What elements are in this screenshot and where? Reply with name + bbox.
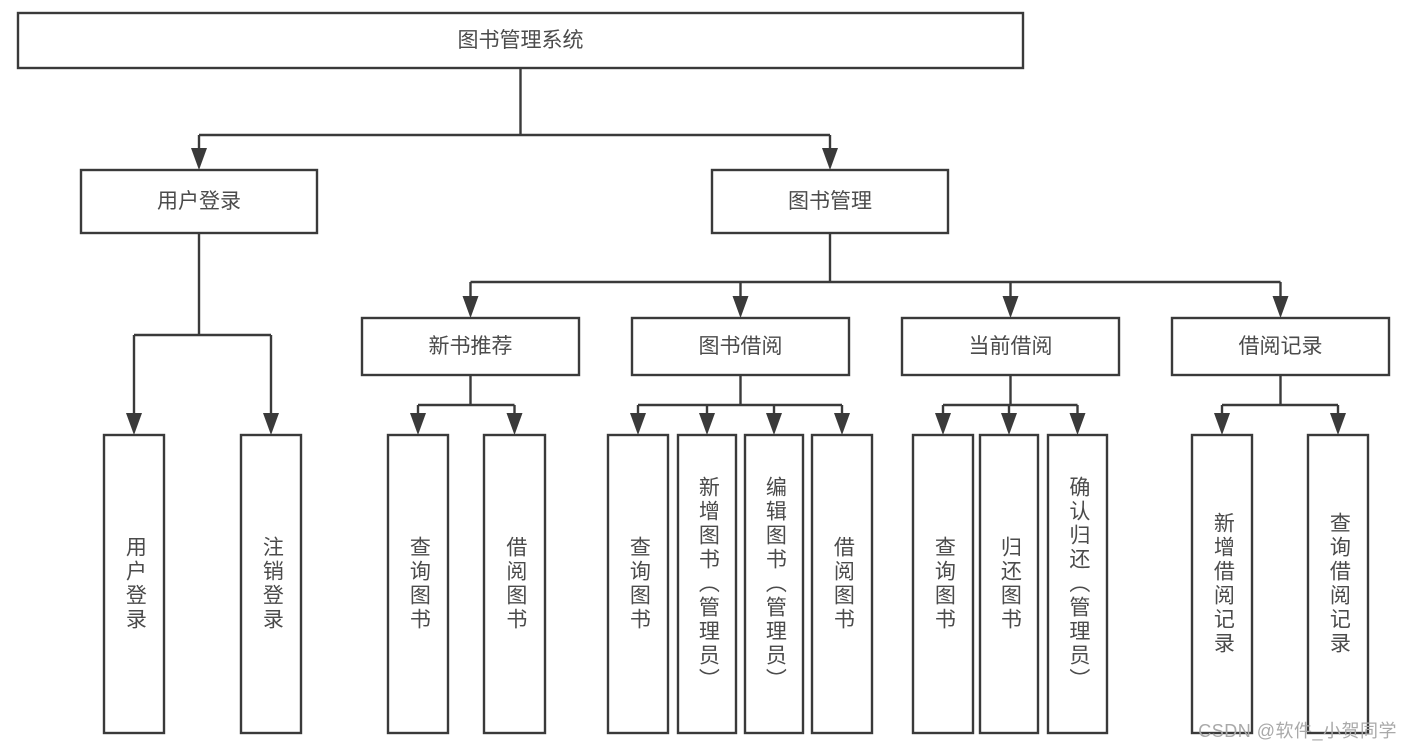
node-leaf-10 [1046, 433, 1109, 735]
node-level3-label-2: 当前借阅 [969, 335, 1053, 358]
leaf-arrow-3-2 [1069, 413, 1086, 435]
leaf-arrow-0-1 [263, 413, 279, 435]
leaf-arrow-4-0 [1214, 413, 1230, 435]
node-leaf-2 [386, 433, 450, 735]
node-level3-3 [1170, 316, 1391, 377]
node-leaf-12 [1306, 433, 1370, 735]
node-level3-0 [360, 316, 581, 377]
node-level3-label-0: 新书推荐 [429, 335, 513, 358]
leaf-arrow-1-0 [410, 413, 426, 435]
node-leaf-5 [676, 433, 738, 735]
level2-arrow-0 [191, 148, 207, 170]
leaf-arrow-0-0 [126, 413, 142, 435]
leaf-arrow-1-1 [506, 413, 523, 435]
node-leaf-7 [810, 433, 874, 735]
node-level3-label-3: 借阅记录 [1239, 335, 1323, 358]
node-leaf-9 [978, 433, 1040, 735]
edges-layer [126, 68, 1346, 435]
node-leaf-3 [482, 433, 547, 735]
leaf-arrow-2-1 [699, 413, 715, 435]
leaf-arrow-3-1 [1001, 413, 1017, 435]
node-leaf-1 [239, 433, 303, 735]
node-leaf-4 [606, 433, 670, 735]
csdn-watermark: CSDN @软件_小贺同学 [1198, 721, 1397, 741]
level3-arrow-0 [462, 296, 479, 318]
node-leaf-11 [1190, 433, 1254, 735]
node-leaf-6 [743, 433, 805, 735]
node-level2-0 [79, 168, 319, 235]
node-level3-label-1: 图书借阅 [699, 335, 783, 358]
boxes-layer [16, 11, 1391, 735]
node-root [16, 11, 1025, 70]
node-level2-label-1: 图书管理 [788, 190, 872, 213]
node-leaf-8 [911, 433, 975, 735]
leaf-arrow-2-0 [630, 413, 646, 435]
level3-arrow-1 [732, 296, 749, 318]
leaf-arrow-2-3 [834, 413, 850, 435]
node-root-label: 图书管理系统 [458, 29, 584, 52]
node-level3-1 [630, 316, 851, 377]
level2-arrow-1 [822, 148, 838, 170]
leaf-arrow-3-0 [935, 413, 951, 435]
level3-arrow-3 [1272, 296, 1289, 318]
node-level3-2 [900, 316, 1121, 377]
node-level2-label-0: 用户登录 [157, 190, 241, 213]
leaf-arrow-2-2 [766, 413, 782, 435]
node-level2-1 [710, 168, 950, 235]
level3-arrow-2 [1002, 296, 1019, 318]
leaf-arrow-4-1 [1330, 413, 1346, 435]
node-leaf-0 [102, 433, 166, 735]
